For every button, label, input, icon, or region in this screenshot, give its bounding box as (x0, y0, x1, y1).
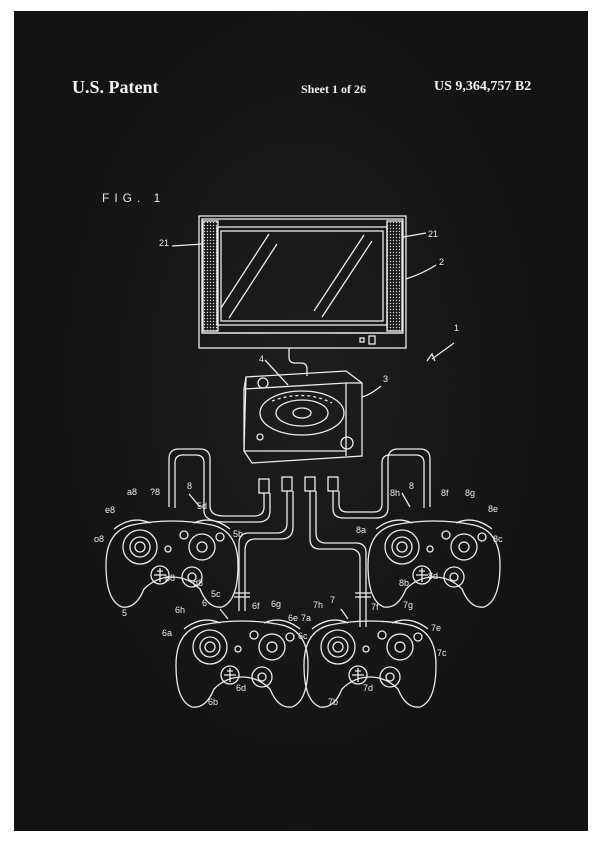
ref-ctrl5-a: a8 (127, 487, 137, 497)
ref-ctrl7-e: 7e (431, 623, 441, 633)
ref-ctrl6-g: 6g (271, 599, 281, 609)
ref-ctrl6-e: 6e (288, 613, 298, 623)
patent-drawing: 21 21 2 1 4 3 8 a8 ?8 e8 5d o8 5b b8 d8 … (94, 215, 503, 708)
ref-ctrl6-c: 6c (298, 631, 308, 641)
ref-ctrl7-f: 7f (371, 602, 379, 612)
ref-speaker-right: 21 (428, 229, 438, 239)
ref-ctrl7-c: 7c (437, 648, 447, 658)
ref-ctrl7-d: 7d (363, 683, 373, 693)
ref-ctrl6-f: 6f (252, 601, 260, 611)
ref-disc: 4 (259, 354, 264, 364)
ref-ctrl8-a: 8a (356, 525, 366, 535)
ref-ctrl5-i: 5c (211, 589, 221, 599)
controller-6 (175, 619, 309, 708)
ref-ctrl7-h: 7h (313, 600, 323, 610)
controller-7 (303, 619, 437, 708)
ref-speaker-left: 21 (159, 238, 169, 248)
ref-ctrl7-a: 7a (301, 613, 311, 623)
ref-ctrl5-d: o8 (94, 534, 104, 544)
ref-ctrl8-h: 8h (390, 488, 400, 498)
ref-ctrl6-a: 6a (162, 628, 172, 638)
ref-ctrl5-h: d8 (193, 578, 203, 588)
leader-lines (171, 232, 455, 620)
ref-ctrl5-b: ?8 (150, 487, 160, 497)
ref-ctrl5-e: 5d (197, 501, 207, 511)
patent-title: U.S. Patent (72, 77, 159, 97)
ref-ctrl6: 6 (202, 598, 207, 608)
ref-ctrl7-b: 7b (328, 697, 338, 707)
ref-ctrl8-d: 8d (428, 571, 438, 581)
ref-ctrl8-g: 8g (465, 488, 475, 498)
ref-ctrl6-d: 6d (236, 683, 246, 693)
ref-ctrl8-b: 8b (399, 578, 409, 588)
ref-ctrl6-h: 6h (175, 605, 185, 615)
ref-ctrl5-cable: 8 (187, 481, 192, 491)
ref-ctrl5-c: e8 (105, 505, 115, 515)
ref-system: 1 (454, 323, 459, 333)
ref-ctrl5-g: b8 (165, 573, 175, 583)
ref-console: 3 (383, 374, 388, 384)
ref-ctrl8-c: 8c (493, 534, 503, 544)
sheet-number: Sheet 1 of 26 (301, 82, 366, 96)
ref-ctrl5: 5 (122, 608, 127, 618)
ref-ctrl7-g: 7g (403, 600, 413, 610)
ref-ctrl8-f: 8f (441, 488, 449, 498)
patent-number: US 9,364,757 B2 (434, 79, 532, 94)
game-console (243, 370, 363, 494)
ref-ctrl6-b: 6b (208, 697, 218, 707)
ref-display: 2 (439, 257, 444, 267)
reference-numerals: 21 21 2 1 4 3 8 a8 ?8 e8 5d o8 5b b8 d8 … (94, 229, 503, 707)
ref-ctrl8: 8 (409, 481, 414, 491)
ref-ctrl8-e: 8e (488, 504, 498, 514)
figure-label: FIG. 1 (102, 191, 166, 205)
controller-cables (168, 448, 431, 627)
ref-ctrl7: 7 (330, 595, 335, 605)
patent-sheet: U.S. Patent Sheet 1 of 26 US 9,364,757 B… (14, 11, 588, 831)
controller-8 (367, 519, 501, 608)
display-monitor (198, 215, 407, 376)
ref-ctrl5-f: 5b (233, 529, 243, 539)
